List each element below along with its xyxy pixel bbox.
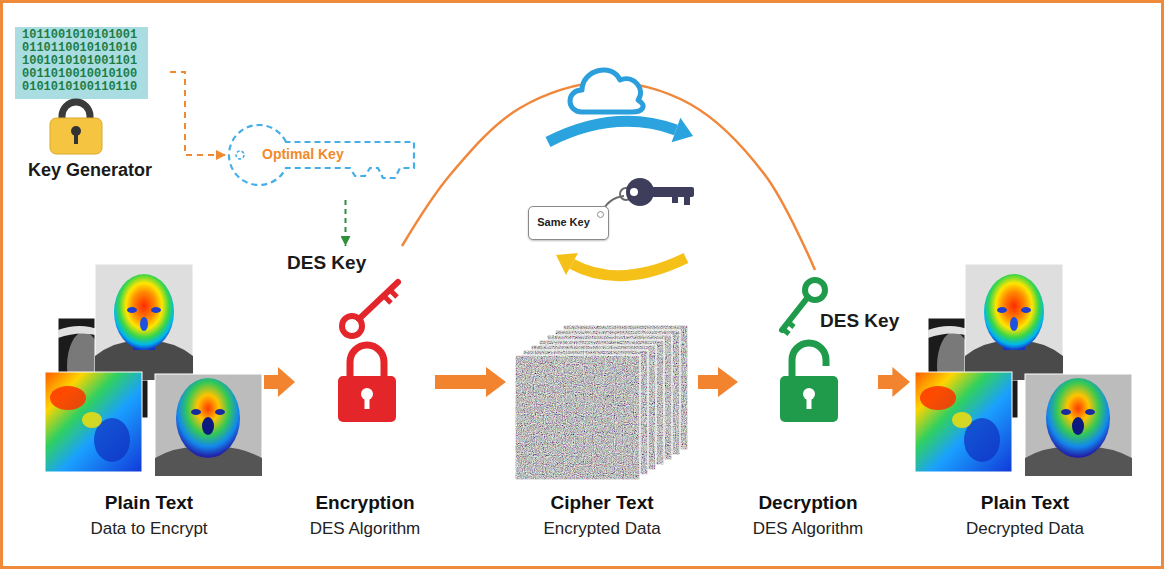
binary-block (15, 27, 148, 99)
node-label: Key Generator (28, 160, 152, 182)
node-subtitle: Decrypted Data (966, 519, 1084, 539)
key-tooth (390, 290, 397, 297)
node-label: Decryption (758, 492, 857, 515)
key-outline-hole (236, 151, 244, 159)
node-subtitle: DES Algorithm (753, 519, 864, 539)
des-key-label: DES Key (283, 246, 408, 340)
cipher-stack (515, 325, 688, 480)
cipher-image (515, 355, 640, 480)
arrow-body (572, 258, 686, 276)
arrow-head (556, 253, 578, 275)
node-label: Encryption (315, 492, 414, 515)
flow-arrow (698, 367, 738, 397)
blue-exchange-arrow (548, 118, 693, 142)
optimal-key-shape: Optimal Key (226, 110, 418, 200)
key-shaft (782, 297, 808, 330)
key-outline-path (229, 125, 414, 185)
key-tooth (672, 195, 678, 203)
process-box: DecryptionDES Algorithm (744, 343, 872, 548)
flow-arrow (435, 367, 506, 397)
node-label: Same Key (537, 216, 590, 229)
key-head (626, 178, 654, 206)
node-subtitle: Encrypted Data (543, 519, 660, 539)
key-tag: Same Key (528, 206, 609, 240)
key-connector (170, 72, 226, 155)
lock-keyhole (807, 396, 812, 409)
binary-text-block: 1011001010101001011011001010101010010101… (22, 29, 137, 94)
arrow-body (548, 121, 676, 142)
process-box: EncryptionDES Algorithm (301, 343, 429, 548)
cloud-icon (570, 70, 643, 112)
binary-digits: 1011001010101001 (22, 29, 137, 42)
lock-keyhole (365, 396, 370, 409)
image-group: Plain TextData to Encrypt (40, 262, 258, 548)
node-subtitle: DES Algorithm (310, 519, 421, 539)
shared-key-icon (600, 178, 694, 215)
node-subtitle: Data to Encrypt (90, 519, 207, 539)
node-label: Optimal Key (262, 146, 344, 163)
flow-arrow (878, 367, 910, 397)
des-key-label: DES Key (772, 270, 907, 342)
lock-body (338, 376, 396, 422)
tag-hole (597, 211, 604, 218)
binary-digits: 0101010100110110 (22, 81, 137, 94)
red-key-icon (342, 282, 398, 336)
cipher-image-edge (515, 355, 640, 480)
image-group: Plain TextDecrypted Data (916, 262, 1134, 548)
key-tooth (384, 296, 391, 303)
binary-digits: 1001010101001101 (22, 55, 137, 68)
node-label: Plain Text (981, 492, 1069, 515)
connectors (170, 72, 910, 397)
key-tooth (788, 322, 794, 327)
lock-keyhole (74, 133, 78, 144)
node-label: Cipher Text (550, 492, 653, 515)
yellow-exchange-arrow (556, 253, 686, 276)
frame-border (2, 2, 1163, 568)
lock-body (50, 118, 102, 154)
node-label: DES Key (820, 310, 899, 333)
node-label: Plain Text (105, 492, 193, 515)
key-tooth (783, 329, 789, 334)
encryption-lock (338, 345, 396, 422)
binary-digits: 0011010010010100 (22, 68, 137, 81)
arrow-head (672, 118, 693, 142)
key-generator-lock (50, 102, 102, 154)
lock-shackle-open (792, 343, 826, 378)
plain-images-right (915, 264, 1132, 476)
decryption-lock (780, 343, 838, 422)
lock-body (780, 376, 838, 422)
lock-shackle (350, 345, 384, 380)
key-shaft (359, 282, 398, 319)
binary-digits: 0110110010101010 (22, 42, 137, 55)
plain-images-left (45, 264, 262, 476)
key-tooth (684, 195, 690, 205)
node-label: DES Key (287, 252, 366, 275)
green-key-icon (782, 280, 825, 334)
cipher-group: Cipher TextEncrypted Data (512, 322, 692, 548)
key-connector (345, 200, 347, 246)
key-hole (630, 188, 638, 196)
key-generator: Key Generator (10, 22, 170, 188)
flow-arrow (264, 367, 295, 397)
